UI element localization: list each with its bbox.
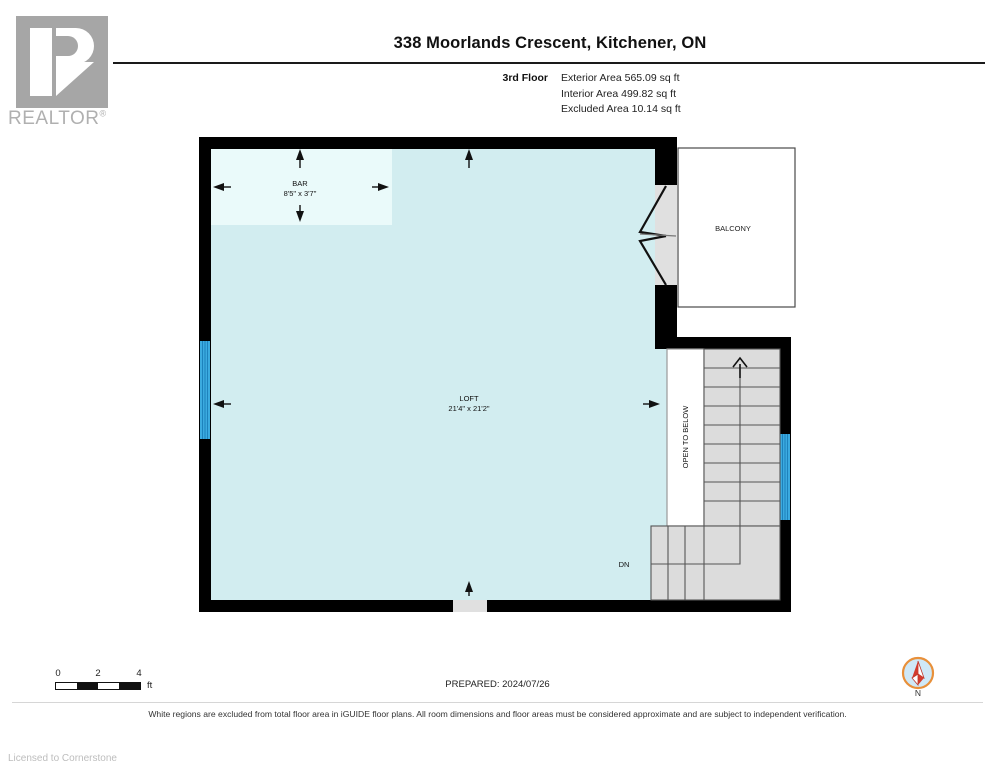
open-to-below-shaft [666,348,705,527]
prepared-date: PREPARED: 2024/07/26 [445,679,550,690]
scale-unit-label: ft [147,680,153,691]
dimension-arrow-loft-right [643,400,660,408]
area-summary: Exterior Area 565.09 sq ft Interior Area… [561,71,681,118]
stairs-upper-run [703,348,781,527]
logo-r-bowl-counter [56,36,78,56]
stairs-lower-landing [650,525,781,601]
scale-tick-2: 4 [136,668,142,679]
window-right-wall [780,434,790,520]
wall-bottom-right [487,600,791,612]
dimension-arrow-bar-right [372,183,389,191]
realtor-wordmark-text: REALTOR [8,108,100,129]
page-title: 338 Moorlands Crescent, Kitchener, ON [393,34,707,52]
bottom-wall-opening [453,600,487,612]
compass-rose: N [898,656,944,704]
compass-north-label: N [914,688,922,698]
scale-tick-1: 2 [95,668,101,679]
excluded-area-text: Excluded Area 10.14 sq ft [561,103,681,115]
compass-icon [901,656,935,690]
room-label-loft-name: LOFT [459,394,479,403]
scale-tick-0: 0 [55,668,61,679]
room-label-balcony-name: BALCONY [715,224,751,233]
scale-bar: 0 2 4 ft [55,668,175,696]
exterior-area-text: Exterior Area 565.09 sq ft [561,72,680,84]
scale-tick-labels: 0 2 4 [55,668,175,680]
dimension-arrow-bar-up [296,149,304,168]
open-to-below-label: OPEN TO BELOW [681,405,690,469]
scale-block-3 [98,683,119,689]
stairs-down-label: DN [619,560,630,569]
logo-r-leg [56,62,94,96]
dimension-arrow-bar-left [213,183,231,191]
footer-divider [12,702,983,703]
room-label-bar-dimensions: 8'5" x 3'7" [284,189,317,198]
dimension-arrow-loft-up [465,149,473,168]
realtor-wordmark: REALTOR® [8,108,120,130]
licensed-to-label: Licensed to Cornerstone [8,753,117,764]
balcony-sliding-door [638,185,677,286]
dimension-arrow-bar-down [296,205,304,222]
wall-balcony-lower-stub [655,285,677,345]
footer-disclaimer: White regions are excluded from total fl… [148,709,847,719]
room-label-loft-dimensions: 21'4" x 21'2" [448,404,489,413]
balcony-floor-fill [677,147,796,308]
interior-area-text: Interior Area 499.82 sq ft [561,87,676,100]
dimension-arrow-loft-down [465,581,473,596]
wall-above-stairs [655,337,791,349]
scale-block-1 [56,683,77,689]
scale-block-2 [77,683,98,689]
wall-balcony-upper-stub [655,137,677,185]
realtor-logo: REALTOR® [8,16,118,136]
registered-trademark-icon: ® [99,108,107,119]
floor-info-block: 3rd Floor Exterior Area 565.09 sq ft Int… [113,68,985,122]
title-divider [113,62,985,64]
floor-label: 3rd Floor [502,72,548,84]
scale-bar-blocks [55,682,141,690]
room-label-bar-name: BAR [292,179,308,188]
logo-r-stem [30,28,52,96]
window-left-wall [200,341,210,439]
realtor-r-mark [16,16,108,108]
wall-bottom-left [199,600,453,612]
scale-block-4 [119,683,140,689]
dimension-arrow-loft-left [213,400,231,408]
wall-top [199,137,677,149]
